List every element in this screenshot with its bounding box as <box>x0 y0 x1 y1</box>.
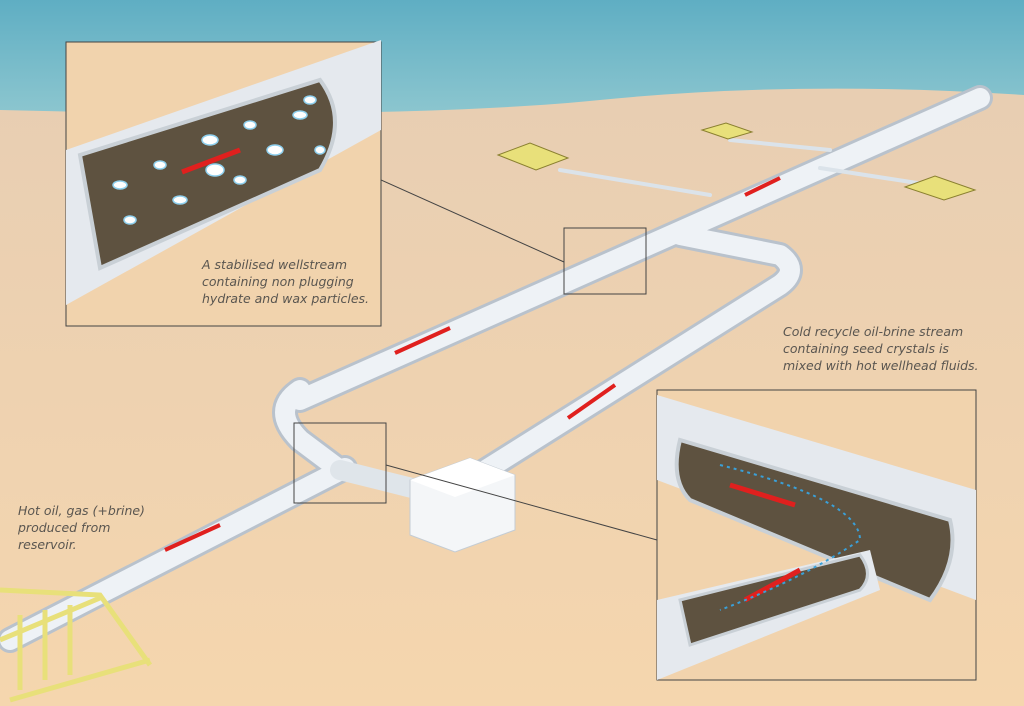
pipeline <box>0 85 993 653</box>
caption-line: A stabilised wellstream <box>202 257 348 272</box>
caption-line: reservoir. <box>18 537 77 552</box>
caption-line: hydrate and wax particles. <box>202 291 369 306</box>
wellhead-templates <box>496 122 977 201</box>
caption-line: Cold recycle oil-brine stream <box>783 324 964 339</box>
platform-structure <box>0 587 153 703</box>
callout-lines <box>293 179 658 541</box>
caption-line: containing non plugging <box>202 274 354 289</box>
caption-line: containing seed crystals is <box>783 341 949 356</box>
caption-line: Hot oil, gas (+brine) <box>18 503 145 518</box>
wellstream-caption: A stabilised wellstream containing non p… <box>202 256 369 307</box>
source-caption: Hot oil, gas (+brine) produced from rese… <box>18 502 145 553</box>
flow-arrows <box>164 176 781 552</box>
recycle-caption: Cold recycle oil-brine stream containing… <box>783 323 979 374</box>
inset-wellstream <box>65 40 382 327</box>
caption-line: produced from <box>18 520 111 535</box>
inset-mixing <box>656 389 977 681</box>
manifold-box <box>409 457 516 553</box>
caption-line: mixed with hot wellhead fluids. <box>783 358 979 373</box>
